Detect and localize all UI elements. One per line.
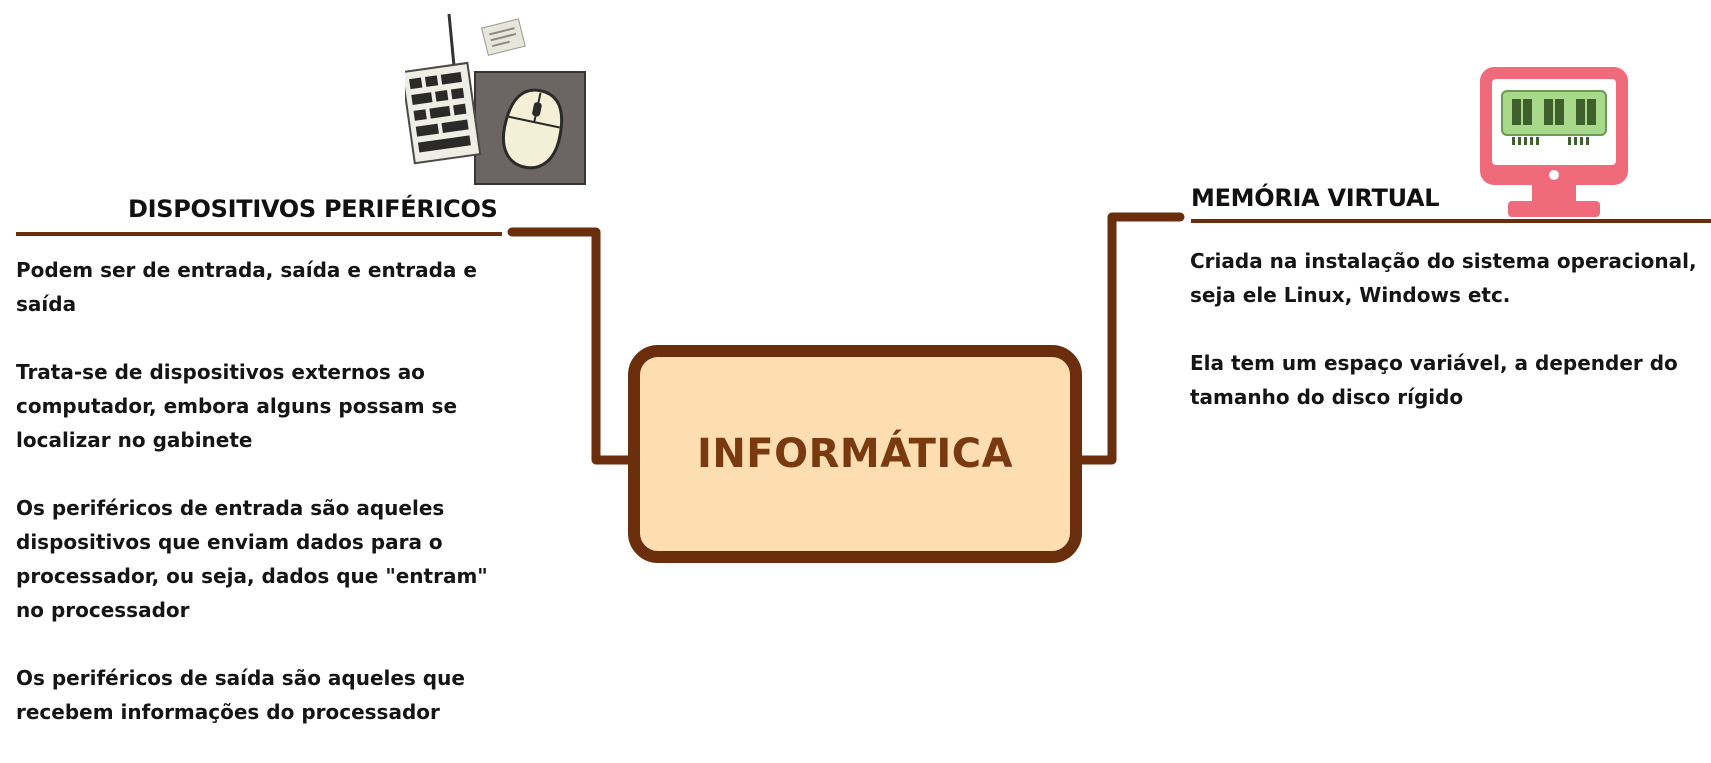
central-topic-node[interactable]: INFORMÁTICA [628,345,1082,563]
note-paragraph: Podem ser de entrada, saída e entrada e … [16,258,477,316]
topic-underline-right [1191,219,1711,223]
topic-underline-left [16,232,502,236]
keyboard-mouse-icon [405,13,586,185]
note-paragraph: Os periféricos de entrada são aqueles di… [16,496,488,622]
topic-notes-dispositivos-perifericos: Podem ser de entrada, saída e entrada e … [16,253,516,763]
topic-title-dispositivos-perifericos: DISPOSITIVOS PERIFÉRICOS [128,195,498,223]
note-paragraph: Ela tem um espaço variável, a depender d… [1190,351,1678,409]
connector-lines [507,212,1185,465]
topic-notes-memoria-virtual: Criada na instalação do sistema operacio… [1190,244,1700,448]
central-topic-title: INFORMÁTICA [696,431,1014,477]
topic-title-memoria-virtual: MEMÓRIA VIRTUAL [1191,184,1440,212]
connector-right [1075,212,1185,465]
mind-map-canvas: DISPOSITIVOS PERIFÉRICOS Podem ser de en… [16,13,1711,724]
connector-left [507,227,635,465]
note-paragraph: Os periféricos de saída são aqueles que … [16,666,465,724]
note-paragraph: Trata-se de dispositivos externos ao com… [16,360,458,452]
monitor-memory-icon [1480,67,1628,217]
note-paragraph: Criada na instalação do sistema operacio… [1190,249,1697,307]
